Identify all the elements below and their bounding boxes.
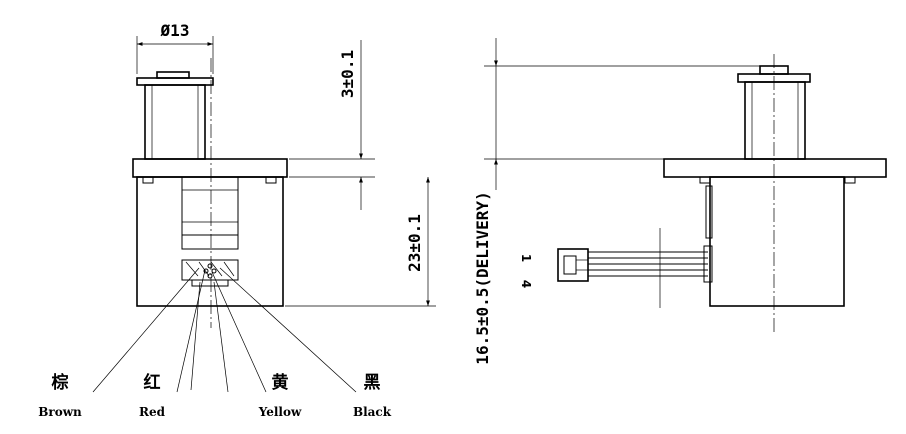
diameter-dimension: Ø13: [136, 21, 214, 74]
wire-red-en: Red: [139, 405, 166, 419]
wire-brown-en: Brown: [38, 405, 82, 419]
diameter-label: Ø13: [160, 21, 190, 40]
body-height-dimension: 23±0.1: [285, 177, 436, 307]
wire-leaders: [92, 267, 357, 393]
wire-yellow-cn: 黄: [272, 372, 289, 393]
shaft-height-label: 3±0.1: [338, 50, 357, 98]
side-view: [557, 54, 887, 334]
wire-brown-cn: 棕: [52, 372, 69, 393]
pin-labels: 1 4: [519, 254, 533, 288]
pin-4-label: 4: [519, 280, 533, 288]
wire-yellow-en: Yellow: [258, 405, 302, 419]
delivery-dimension: 16.5±0.5(DELIVERY): [473, 38, 760, 365]
delivery-length-label: 16.5±0.5(DELIVERY): [473, 191, 492, 364]
front-view: [132, 58, 288, 328]
pin-1-label: 1: [519, 254, 533, 262]
wire-black-cn: 黑: [364, 373, 381, 393]
wire-black-en: Black: [353, 405, 392, 419]
wire-red-cn: 红: [144, 372, 161, 393]
wire-labels: 棕 Brown 红 Red 黄 Yellow 黑 Black: [38, 372, 391, 419]
shaft-height-dimension: 3±0.1: [289, 40, 375, 210]
body-height-label: 23±0.1: [405, 214, 424, 272]
